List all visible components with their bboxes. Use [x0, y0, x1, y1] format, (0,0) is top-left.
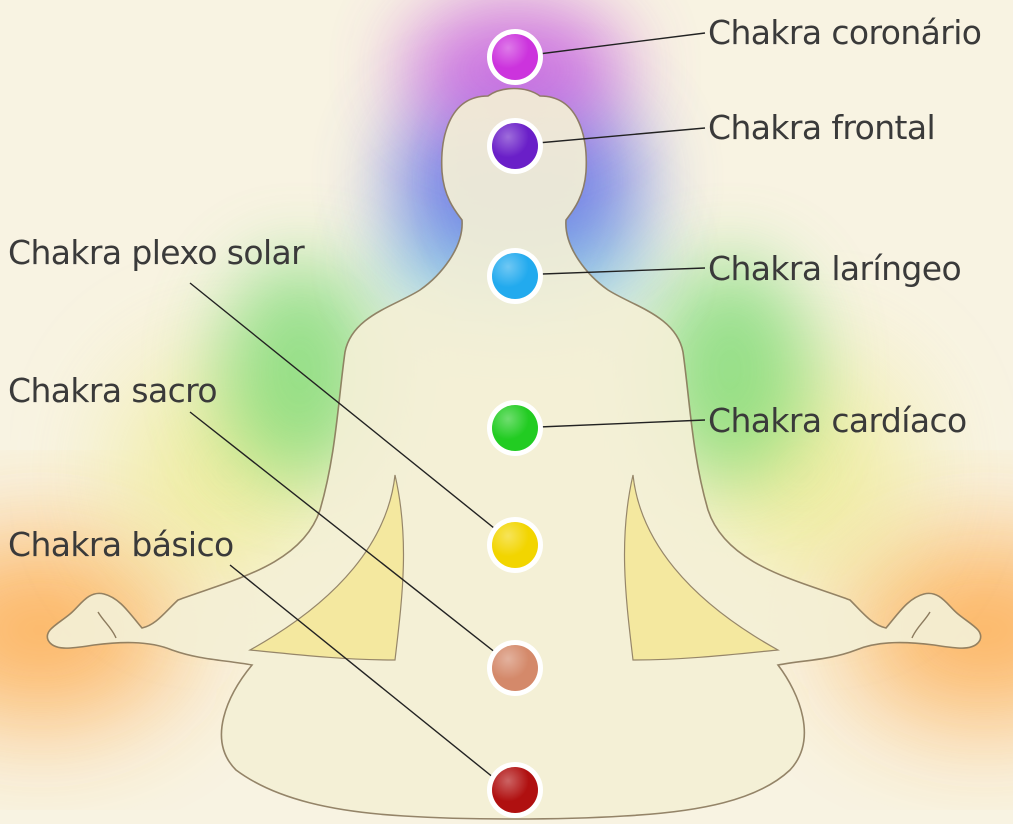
chakra-frontal-dot [487, 118, 543, 174]
label-chakra-cardiaco: Chakra cardíaco [708, 404, 967, 437]
label-chakra-coronario: Chakra coronário [708, 16, 981, 49]
label-chakra-basico: Chakra básico [8, 528, 234, 561]
chakra-basico-dot [487, 762, 543, 818]
label-chakra-plexo-solar: Chakra plexo solar [8, 236, 304, 269]
chakra-coronario-dot [487, 29, 543, 85]
label-chakra-laringeo: Chakra laríngeo [708, 252, 961, 285]
chakra-laringeo-dot [487, 248, 543, 304]
label-chakra-sacro: Chakra sacro [8, 374, 217, 407]
chakra-plexo-solar-dot [487, 517, 543, 573]
chakra-sacro-dot [487, 640, 543, 696]
chakra-cardiaco-dot [487, 400, 543, 456]
label-chakra-frontal: Chakra frontal [708, 111, 935, 144]
